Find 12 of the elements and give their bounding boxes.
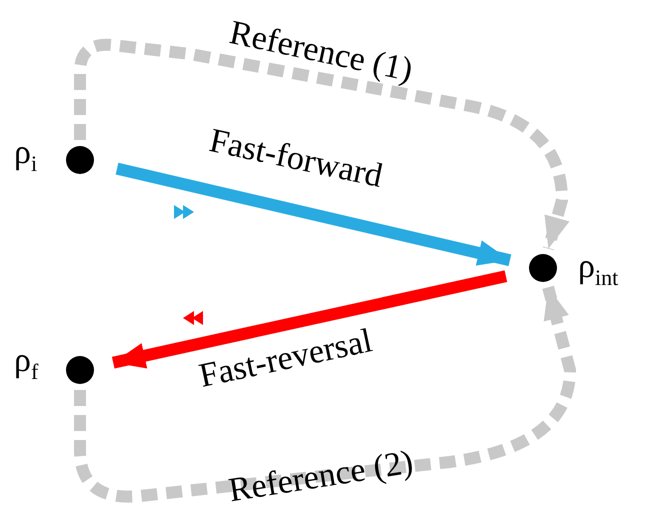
node-label: ρ$_{i}$ — [14, 136, 38, 175]
node-label: ρ$_{f}$ — [14, 344, 38, 383]
edge-label: Reference (2) — [225, 445, 417, 509]
dot — [66, 146, 94, 174]
node-label: ρ$_{int}$ — [578, 250, 618, 289]
dot — [66, 356, 94, 384]
dashed-arrow — [74, 286, 576, 502]
arrow — [112, 270, 508, 369]
dot — [529, 254, 557, 282]
dashed-arrow — [74, 38, 570, 250]
edge-label: Reference (1) — [225, 15, 417, 89]
arrow — [116, 162, 512, 266]
